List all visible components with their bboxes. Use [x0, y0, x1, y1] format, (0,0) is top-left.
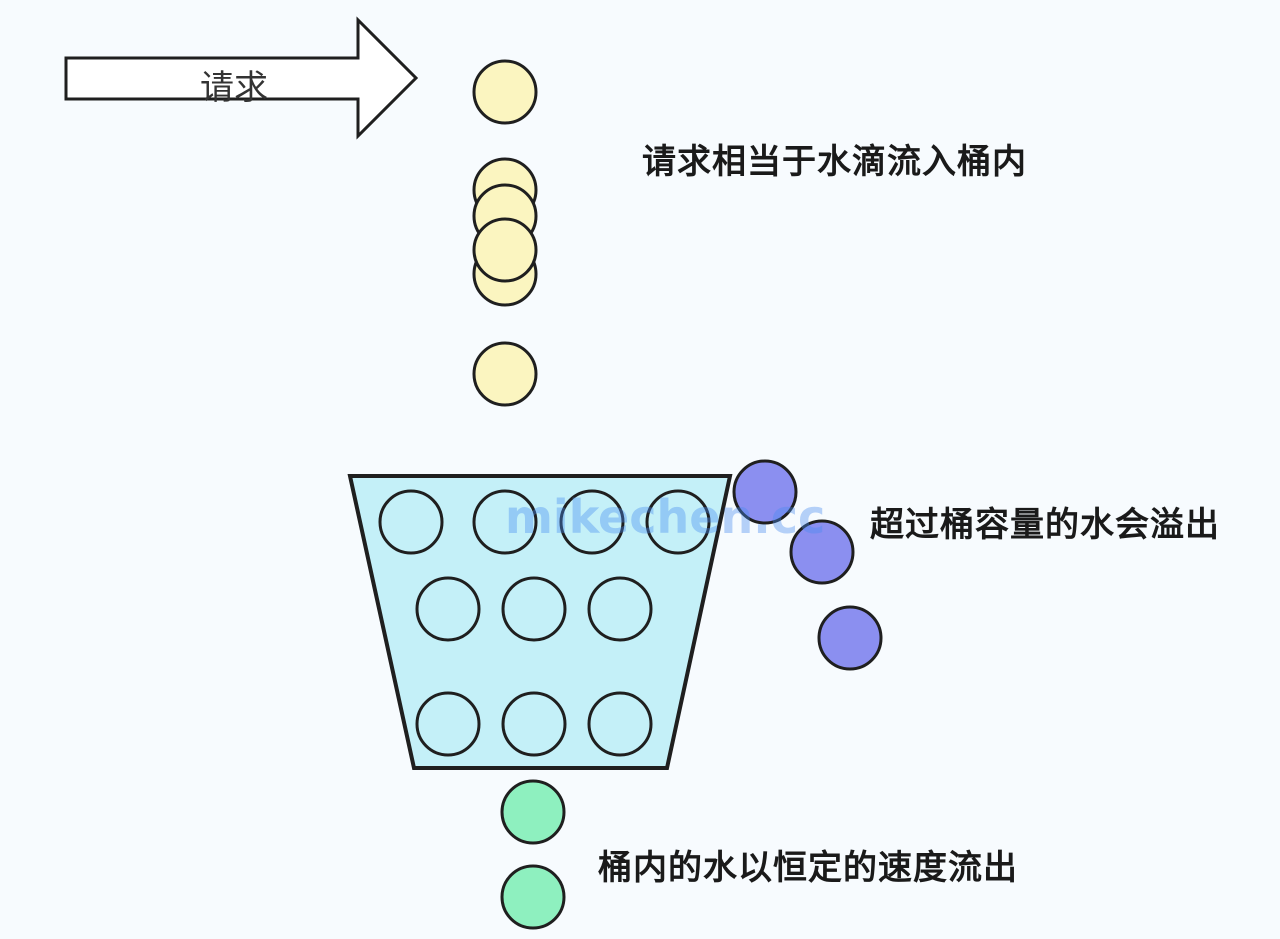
- overflow-drop: [789, 519, 855, 585]
- overflow-drops: [732, 459, 883, 671]
- watermark: mikechen.cc: [505, 490, 826, 544]
- request-drop: [472, 59, 538, 125]
- overflow-drop: [732, 459, 798, 525]
- bucket-drop: [415, 576, 481, 642]
- overflow-label: 超过桶容量的水会溢出: [870, 505, 1220, 545]
- inflow-label: 请求相当于水滴流入桶内: [642, 142, 1027, 182]
- bucket-drop: [378, 489, 444, 555]
- bucket-drop: [501, 691, 567, 757]
- request-drop: [472, 217, 538, 283]
- outflow-label: 桶内的水以恒定的速度流出: [598, 848, 1018, 888]
- bucket-drop: [645, 489, 711, 555]
- request-arrow: [64, 16, 419, 140]
- request-drops: [472, 59, 538, 407]
- bucket-drop: [415, 691, 481, 757]
- outflow-drops: [500, 779, 566, 930]
- request-arrow-label: 请求: [200, 68, 268, 108]
- outflow-drop: [500, 864, 566, 930]
- overflow-drop: [817, 605, 883, 671]
- bucket-drop: [501, 576, 567, 642]
- outflow-drop: [500, 779, 566, 845]
- request-drop: [472, 341, 538, 407]
- bucket-drop: [587, 691, 653, 757]
- bucket-drop: [587, 576, 653, 642]
- bucket-drop: [472, 489, 538, 555]
- bucket-drop: [559, 489, 625, 555]
- bucket-drops: [378, 489, 711, 757]
